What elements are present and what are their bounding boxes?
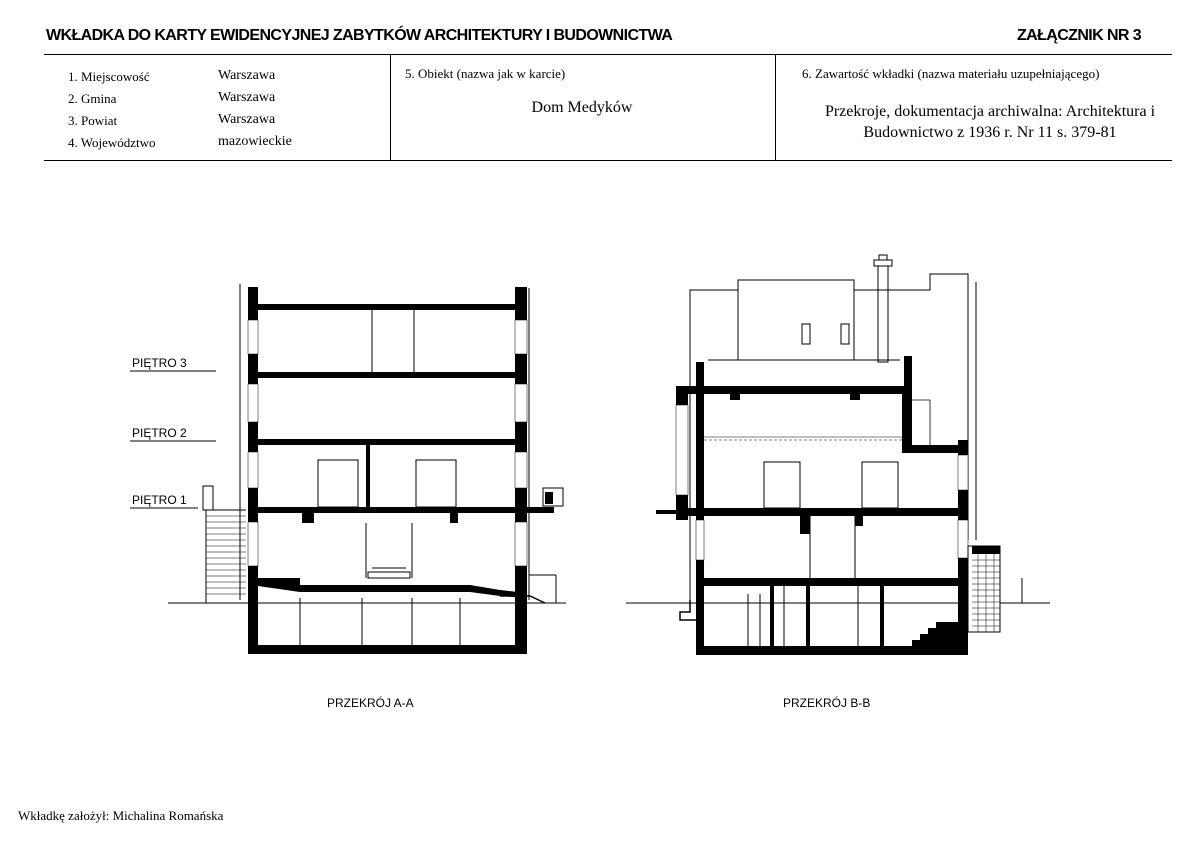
table-divider-2 [775,54,776,160]
section-a-label: PRZEKRÓJ A-A [327,695,414,710]
location-value-2: Warszawa [218,90,276,105]
location-label-3: 3. Powiat [68,113,118,128]
table-bottom-rule [44,160,1172,161]
location-label-4: 4. Województwo [68,135,156,150]
contents-line-2: Budownictwo z 1936 r. Nr 11 s. 379-81 [863,124,1117,141]
location-label-2: 2. Gmina [68,91,117,106]
floor-label-1: PIĘTRO 1 [132,493,187,507]
contents-label: 6. Zawartość wkładki (nazwa materiału uz… [802,66,1100,81]
section-b-label: PRZEKRÓJ B-B [783,695,870,710]
section-a-drawing [168,284,566,654]
document-title: WKŁADKA DO KARTY EWIDENCYJNEJ ZABYTKÓW A… [46,27,673,44]
appendix-number: ZAŁĄCZNIK NR 3 [1016,27,1142,44]
section-b-drawing [626,254,1050,655]
floor-label-3: PIĘTRO 3 [132,356,187,370]
object-value: Dom Medyków [531,99,633,116]
contents-value: Przekroje, dokumentacja archiwalna: Arch… [800,101,1180,143]
contents-line-1: Przekroje, dokumentacja archiwalna: Arch… [824,103,1156,120]
header-rule [44,54,1172,55]
location-label-1: 1. Miejscowość [68,69,150,84]
location-value-4: mazowieckie [218,134,292,149]
table-divider-1 [390,54,391,160]
object-label: 5. Obiekt (nazwa jak w karcie) [405,66,566,81]
floor-label-2: PIĘTRO 2 [132,426,187,440]
author-note: Wkładkę założył: Michalina Romańska [18,808,224,823]
location-value-3: Warszawa [218,112,276,127]
location-value-1: Warszawa [218,68,276,83]
